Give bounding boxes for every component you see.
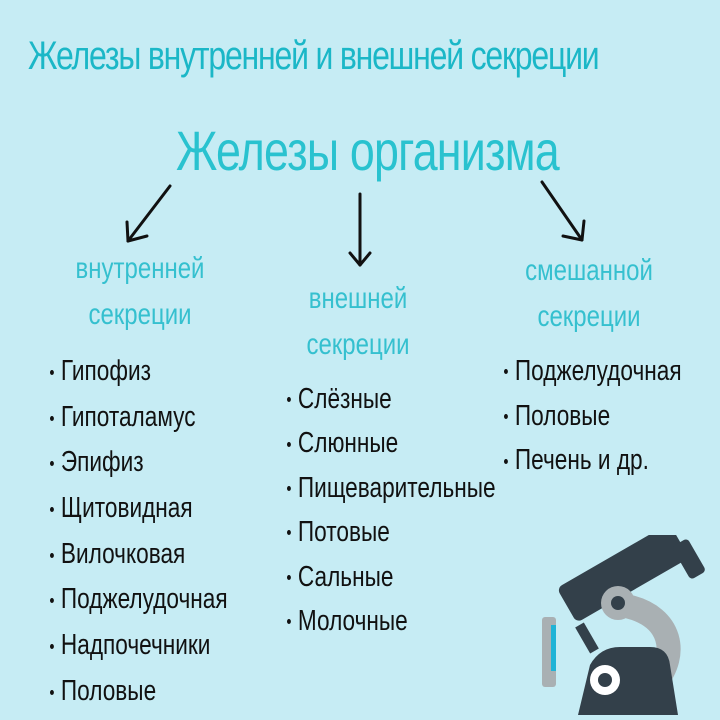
list-item: Сальные <box>287 555 496 599</box>
list-item: Гипофиз <box>50 349 228 395</box>
branch-internal-label: внутренней секреции <box>60 246 220 338</box>
list-item: Эпифиз <box>50 440 228 486</box>
branch-internal-label-line2: секреции <box>88 298 192 331</box>
list-item: Гипоталамус <box>50 395 228 441</box>
branch-mixed-list: Поджелудочная Половые Печень и др. <box>504 349 682 483</box>
list-item: Молочные <box>287 599 496 643</box>
arrow-down-left-icon <box>125 184 172 243</box>
branch-mixed-label-line1: смешанной <box>525 254 653 287</box>
list-item: Поджелудочная <box>50 577 228 623</box>
list-item: Пищеварительные <box>287 466 496 510</box>
branch-external-label: внешней секреции <box>278 276 438 368</box>
list-item: Слюнные <box>287 421 496 465</box>
list-item: Потовые <box>287 510 496 554</box>
list-item: Надпочечники <box>50 623 228 669</box>
branch-external-label-line1: внешней <box>308 282 408 315</box>
list-item: Половые <box>50 669 228 715</box>
list-item: Половые <box>504 394 682 439</box>
list-item: Вилочковая <box>50 532 228 578</box>
page-title: Железы внутренней и внешней секреции <box>28 34 600 78</box>
branch-mixed-label-line2: секреции <box>537 300 641 333</box>
list-item: Печень и др. <box>504 438 682 483</box>
list-item: Поджелудочная <box>504 349 682 394</box>
branch-internal-label-line1: внутренней <box>75 252 205 285</box>
arrow-down-right-icon <box>540 180 586 242</box>
arrow-down-icon <box>348 192 372 267</box>
branch-mixed-label: смешанной секреции <box>509 248 669 340</box>
branch-external-list: Слёзные Слюнные Пищеварительные Потовые … <box>287 377 496 643</box>
list-item: Слёзные <box>287 377 496 421</box>
list-item: Щитовидная <box>50 486 228 532</box>
branch-internal-list: Гипофиз Гипоталамус Эпифиз Щитовидная Ви… <box>50 349 228 715</box>
microscope-icon <box>542 535 705 715</box>
root-node-label: Железы организма <box>176 119 560 182</box>
branch-external-label-line2: секреции <box>306 328 410 361</box>
